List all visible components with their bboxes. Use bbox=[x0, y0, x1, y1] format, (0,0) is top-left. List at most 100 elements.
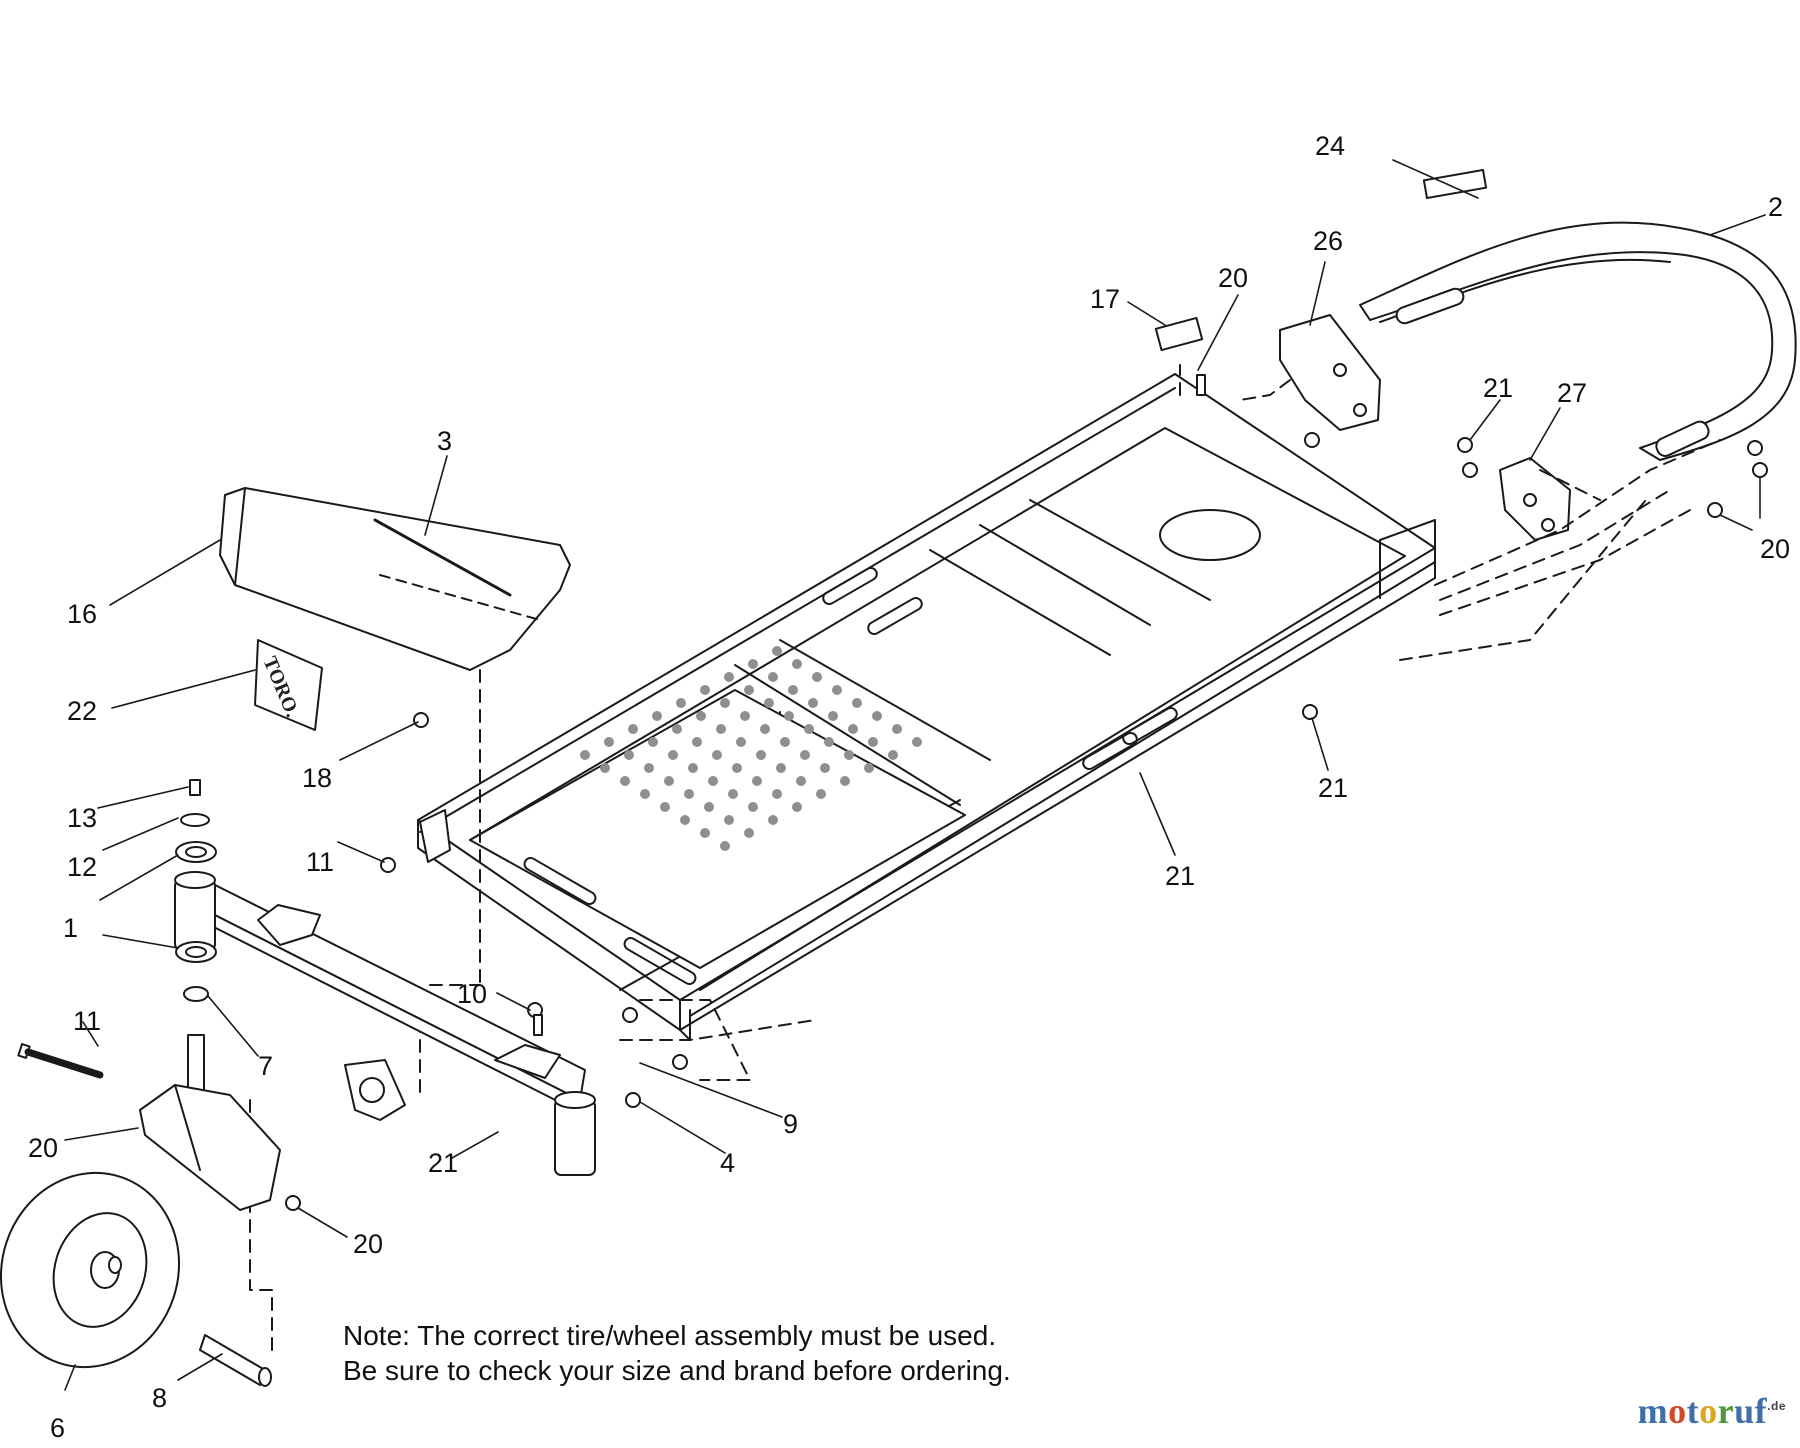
caster-hardware-stack bbox=[175, 779, 217, 1002]
floor-hole bbox=[756, 750, 766, 760]
caster-wheel bbox=[0, 1171, 181, 1369]
caster-fork bbox=[139, 1034, 281, 1211]
floor-hole bbox=[832, 685, 842, 695]
wheel-spacer-6 bbox=[199, 1334, 272, 1387]
rops-hoop bbox=[1359, 221, 1797, 461]
callout-11: 1 bbox=[63, 913, 78, 943]
floor-hole bbox=[840, 776, 850, 786]
callout-20: 10 bbox=[457, 979, 487, 1009]
floor-hole bbox=[732, 763, 742, 773]
main-frame bbox=[417, 373, 1436, 1041]
floor-hole bbox=[580, 750, 590, 760]
watermark-suffix: .de bbox=[1767, 1399, 1786, 1413]
callout-21: 9 bbox=[783, 1109, 798, 1139]
callout-12: 12 bbox=[67, 852, 97, 882]
floor-hole bbox=[620, 776, 630, 786]
callout-5: 6 bbox=[50, 1413, 65, 1443]
toro-decal bbox=[254, 639, 323, 731]
callout-24: 24 bbox=[1315, 131, 1345, 161]
floor-hole bbox=[792, 802, 802, 812]
floor-hole bbox=[708, 776, 718, 786]
floor-hole bbox=[744, 828, 754, 838]
floor-hole bbox=[800, 750, 810, 760]
floor-hole bbox=[848, 724, 858, 734]
floor-hole bbox=[680, 815, 690, 825]
callout-16: 16 bbox=[67, 599, 97, 629]
floor-hole bbox=[864, 763, 874, 773]
watermark-letter: t bbox=[1686, 1391, 1700, 1431]
floor-hole bbox=[644, 763, 654, 773]
watermark-letter: o bbox=[1668, 1391, 1687, 1431]
callout-18: 18 bbox=[302, 763, 332, 793]
watermark-text: motoruf bbox=[1638, 1391, 1768, 1431]
floor-hole bbox=[748, 802, 758, 812]
bracket-26 bbox=[1279, 314, 1381, 431]
floor-hole bbox=[804, 724, 814, 734]
decal-17 bbox=[1154, 316, 1204, 352]
watermark-letter: f bbox=[1754, 1391, 1768, 1431]
floor-hole bbox=[796, 776, 806, 786]
callout-7: 11 bbox=[73, 1006, 101, 1036]
floor-hole bbox=[724, 815, 734, 825]
floor-hole bbox=[684, 789, 694, 799]
floor-hole bbox=[808, 698, 818, 708]
floor-hole bbox=[824, 737, 834, 747]
watermark-letter: m bbox=[1637, 1391, 1669, 1431]
callout-20: 20 bbox=[1218, 263, 1248, 293]
callout-3: 3 bbox=[437, 426, 452, 456]
floor-hole bbox=[820, 763, 830, 773]
bracket-27 bbox=[1499, 457, 1571, 541]
floor-hole bbox=[728, 789, 738, 799]
callout-22: 22 bbox=[67, 696, 97, 726]
floor-hole bbox=[768, 815, 778, 825]
floor-hole bbox=[716, 724, 726, 734]
floor-hole bbox=[772, 646, 782, 656]
callout-10: 7 bbox=[258, 1051, 273, 1081]
floor-hole bbox=[720, 698, 730, 708]
watermark-letter: o bbox=[1699, 1391, 1718, 1431]
callout-20: 4 bbox=[720, 1148, 735, 1178]
callout-8: 20 bbox=[353, 1229, 383, 1259]
floor-hole bbox=[700, 685, 710, 695]
callout-20: 20 bbox=[1760, 534, 1790, 564]
floor-hole bbox=[772, 789, 782, 799]
floor-hole bbox=[724, 672, 734, 682]
floor-hole bbox=[696, 711, 706, 721]
floor-hole bbox=[672, 724, 682, 734]
floor-hole bbox=[676, 698, 686, 708]
fasteners bbox=[285, 374, 1768, 1211]
floor-hole bbox=[752, 776, 762, 786]
floor-hole bbox=[652, 711, 662, 721]
ordering-note: Note: The correct tire/wheel assembly mu… bbox=[343, 1318, 1011, 1388]
watermark-letter: u bbox=[1734, 1391, 1755, 1431]
decal-3 bbox=[373, 518, 512, 597]
callout-6: 8 bbox=[152, 1383, 167, 1413]
floor-hole bbox=[700, 828, 710, 838]
floor-hole bbox=[764, 698, 774, 708]
note-line-2: Be sure to check your size and brand bef… bbox=[343, 1355, 1011, 1386]
floor-hole bbox=[740, 711, 750, 721]
floor-hole bbox=[852, 698, 862, 708]
front-console bbox=[219, 487, 571, 671]
floor-hole bbox=[776, 763, 786, 773]
floor-hole bbox=[912, 737, 922, 747]
floor-hole bbox=[816, 789, 826, 799]
floor-hole bbox=[692, 737, 702, 747]
front-axle bbox=[174, 871, 596, 1176]
floor-hole bbox=[600, 763, 610, 773]
floor-hole bbox=[788, 685, 798, 695]
callout-1: 21 bbox=[1165, 861, 1195, 891]
callout-26: 26 bbox=[1313, 226, 1343, 256]
decal-24 bbox=[1422, 168, 1488, 200]
callout-9: 20 bbox=[28, 1133, 58, 1163]
floor-hole bbox=[812, 672, 822, 682]
floor-hole bbox=[784, 711, 794, 721]
note-line-1: Note: The correct tire/wheel assembly mu… bbox=[343, 1320, 997, 1351]
floor-hole bbox=[664, 776, 674, 786]
floor-hole bbox=[828, 711, 838, 721]
floor-hole bbox=[744, 685, 754, 695]
callout-21: 11 bbox=[306, 847, 334, 877]
floor-hole bbox=[628, 724, 638, 734]
floor-hole bbox=[688, 763, 698, 773]
floor-hole bbox=[712, 750, 722, 760]
